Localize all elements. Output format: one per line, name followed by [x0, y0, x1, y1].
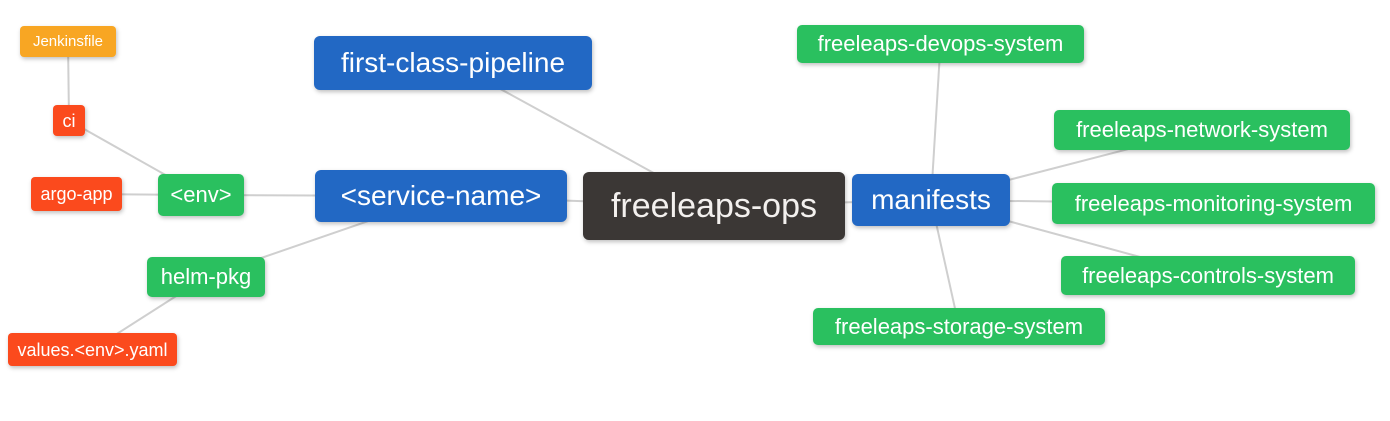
mindmap-node-argo-app[interactable]: argo-app [31, 177, 122, 211]
mindmap-node-freeleaps-monitoring-system[interactable]: freeleaps-monitoring-system [1052, 183, 1375, 224]
mindmap-node-freeleaps-storage-system[interactable]: freeleaps-storage-system [813, 308, 1105, 345]
mindmap-node-helm-pkg[interactable]: helm-pkg [147, 257, 265, 297]
mindmap-node-freeleaps-ops[interactable]: freeleaps-ops [583, 172, 845, 240]
mindmap-node-jenkinsfile[interactable]: Jenkinsfile [20, 26, 116, 57]
mindmap-node-freeleaps-controls-system[interactable]: freeleaps-controls-system [1061, 256, 1355, 295]
mindmap-node-ci[interactable]: ci [53, 105, 85, 136]
mindmap-node-service-name[interactable]: <service-name> [315, 170, 567, 222]
mindmap-node-freeleaps-network-system[interactable]: freeleaps-network-system [1054, 110, 1350, 150]
mindmap-node-env[interactable]: <env> [158, 174, 244, 216]
mindmap-node-values-env-yaml[interactable]: values.<env>.yaml [8, 333, 177, 366]
mindmap-node-freeleaps-devops-system[interactable]: freeleaps-devops-system [797, 25, 1084, 63]
mindmap-node-manifests[interactable]: manifests [852, 174, 1010, 226]
mindmap-node-first-class-pipeline[interactable]: first-class-pipeline [314, 36, 592, 90]
